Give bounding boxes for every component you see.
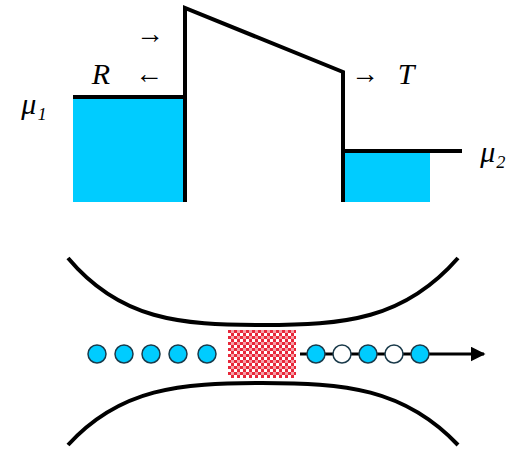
electron-row	[88, 345, 429, 363]
contact-wall	[68, 258, 458, 325]
electron	[115, 345, 133, 363]
arrow-symbol: →	[136, 20, 164, 48]
electron	[142, 345, 160, 363]
transmission-label: T	[398, 59, 415, 89]
arrow-symbol: →	[351, 60, 379, 88]
electron	[88, 345, 106, 363]
electron	[198, 345, 216, 363]
left-reservoir	[73, 97, 185, 202]
electron	[359, 345, 377, 363]
barrier-profile	[73, 8, 462, 202]
electron	[307, 345, 325, 363]
hole	[333, 345, 351, 363]
electron	[169, 345, 187, 363]
hole	[385, 345, 403, 363]
chemical-potential: μ₁	[21, 89, 47, 119]
contact-wall	[68, 383, 458, 445]
scatterer	[228, 330, 296, 378]
chemical-potential: μ₂	[480, 137, 506, 167]
right-reservoir	[343, 151, 430, 202]
reflection-label: R	[92, 59, 110, 89]
electron	[411, 345, 429, 363]
arrow-symbol: ←	[135, 60, 163, 88]
